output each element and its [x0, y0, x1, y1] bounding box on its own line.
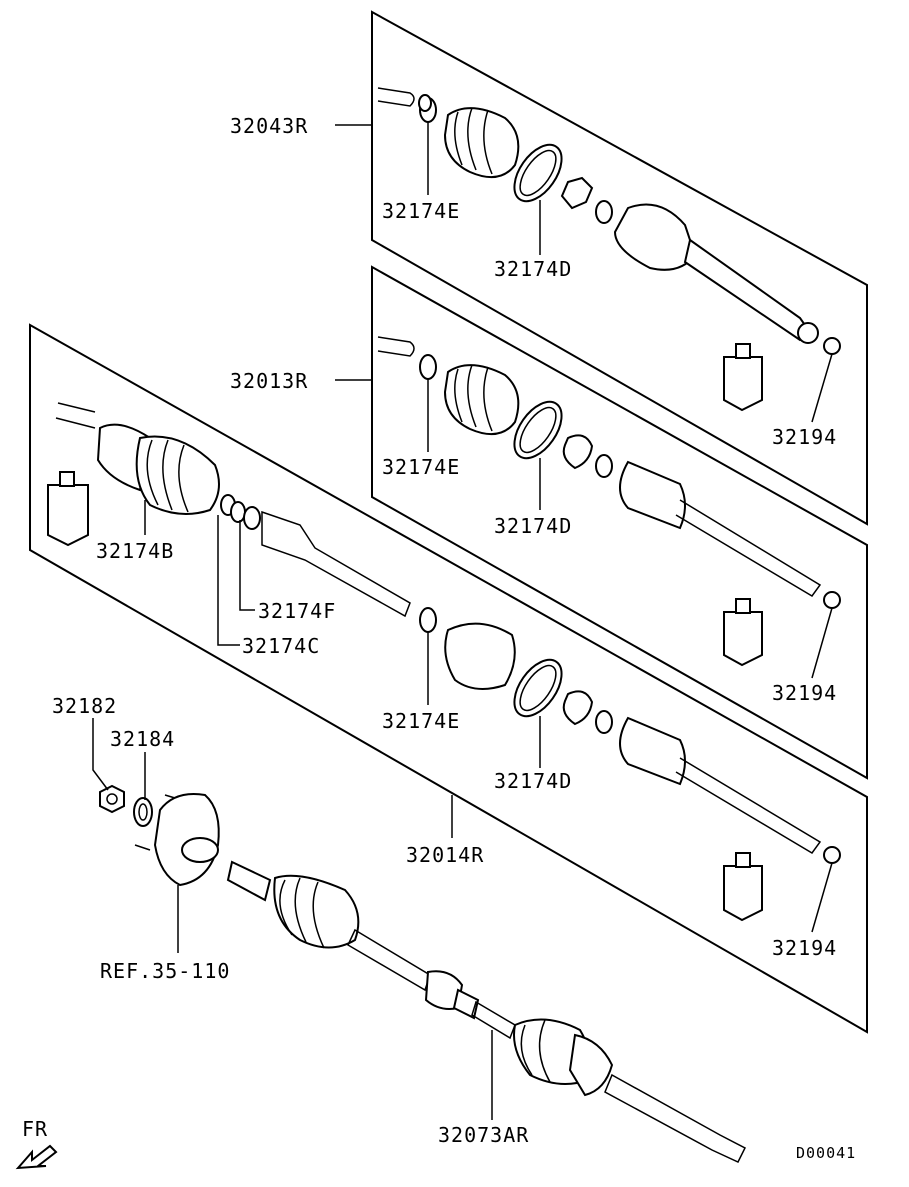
panel-32013R — [371, 265, 868, 780]
label-32174C: 32174C — [242, 634, 320, 658]
shaft-stub-icon — [377, 87, 415, 107]
grease-tube-icon — [723, 356, 763, 412]
label-32043R: 32043R — [230, 114, 308, 138]
label-32174D-3: 32174D — [494, 769, 572, 793]
label-32073AR: 32073AR — [438, 1123, 529, 1147]
label-ref-35-110: REF.35-110 — [100, 959, 230, 983]
label-32184: 32184 — [110, 727, 175, 751]
drive-shaft-assembly — [226, 860, 747, 1163]
label-32174F: 32174F — [258, 599, 336, 623]
leader-lines — [92, 122, 833, 1120]
label-32194-2: 32194 — [772, 681, 837, 705]
label-32174D-1: 32174D — [494, 257, 572, 281]
diagram-code: D00041 — [796, 1144, 856, 1162]
label-32174E-3: 32174E — [382, 709, 460, 733]
washer-icon — [133, 797, 153, 827]
snap-ring-icon — [595, 200, 613, 224]
label-32014R: 32014R — [406, 843, 484, 867]
label-32174D-2: 32174D — [494, 514, 572, 538]
label-32194-3: 32194 — [772, 936, 837, 960]
label-32182: 32182 — [52, 694, 117, 718]
panel2-parts — [377, 336, 841, 667]
panel1-parts — [377, 87, 841, 412]
loose-parts — [99, 784, 220, 887]
band-ring-icon — [513, 143, 563, 203]
label-32174E-1: 32174E — [382, 199, 460, 223]
shaft-icon — [683, 238, 814, 342]
label-32174E-2: 32174E — [382, 455, 460, 479]
joint-housing-icon — [613, 203, 697, 271]
panel3-parts — [47, 402, 841, 922]
circlip-icon — [823, 337, 841, 355]
panel-32014R — [29, 323, 868, 1034]
label-fr: FR — [22, 1117, 48, 1141]
front-arrow-icon — [15, 1144, 58, 1170]
panel-32043R — [371, 10, 868, 526]
label-32013R: 32013R — [230, 369, 308, 393]
label-32174B: 32174B — [96, 539, 174, 563]
nut-icon — [99, 784, 125, 814]
label-32194-1: 32194 — [772, 425, 837, 449]
tripod-icon — [560, 176, 594, 210]
